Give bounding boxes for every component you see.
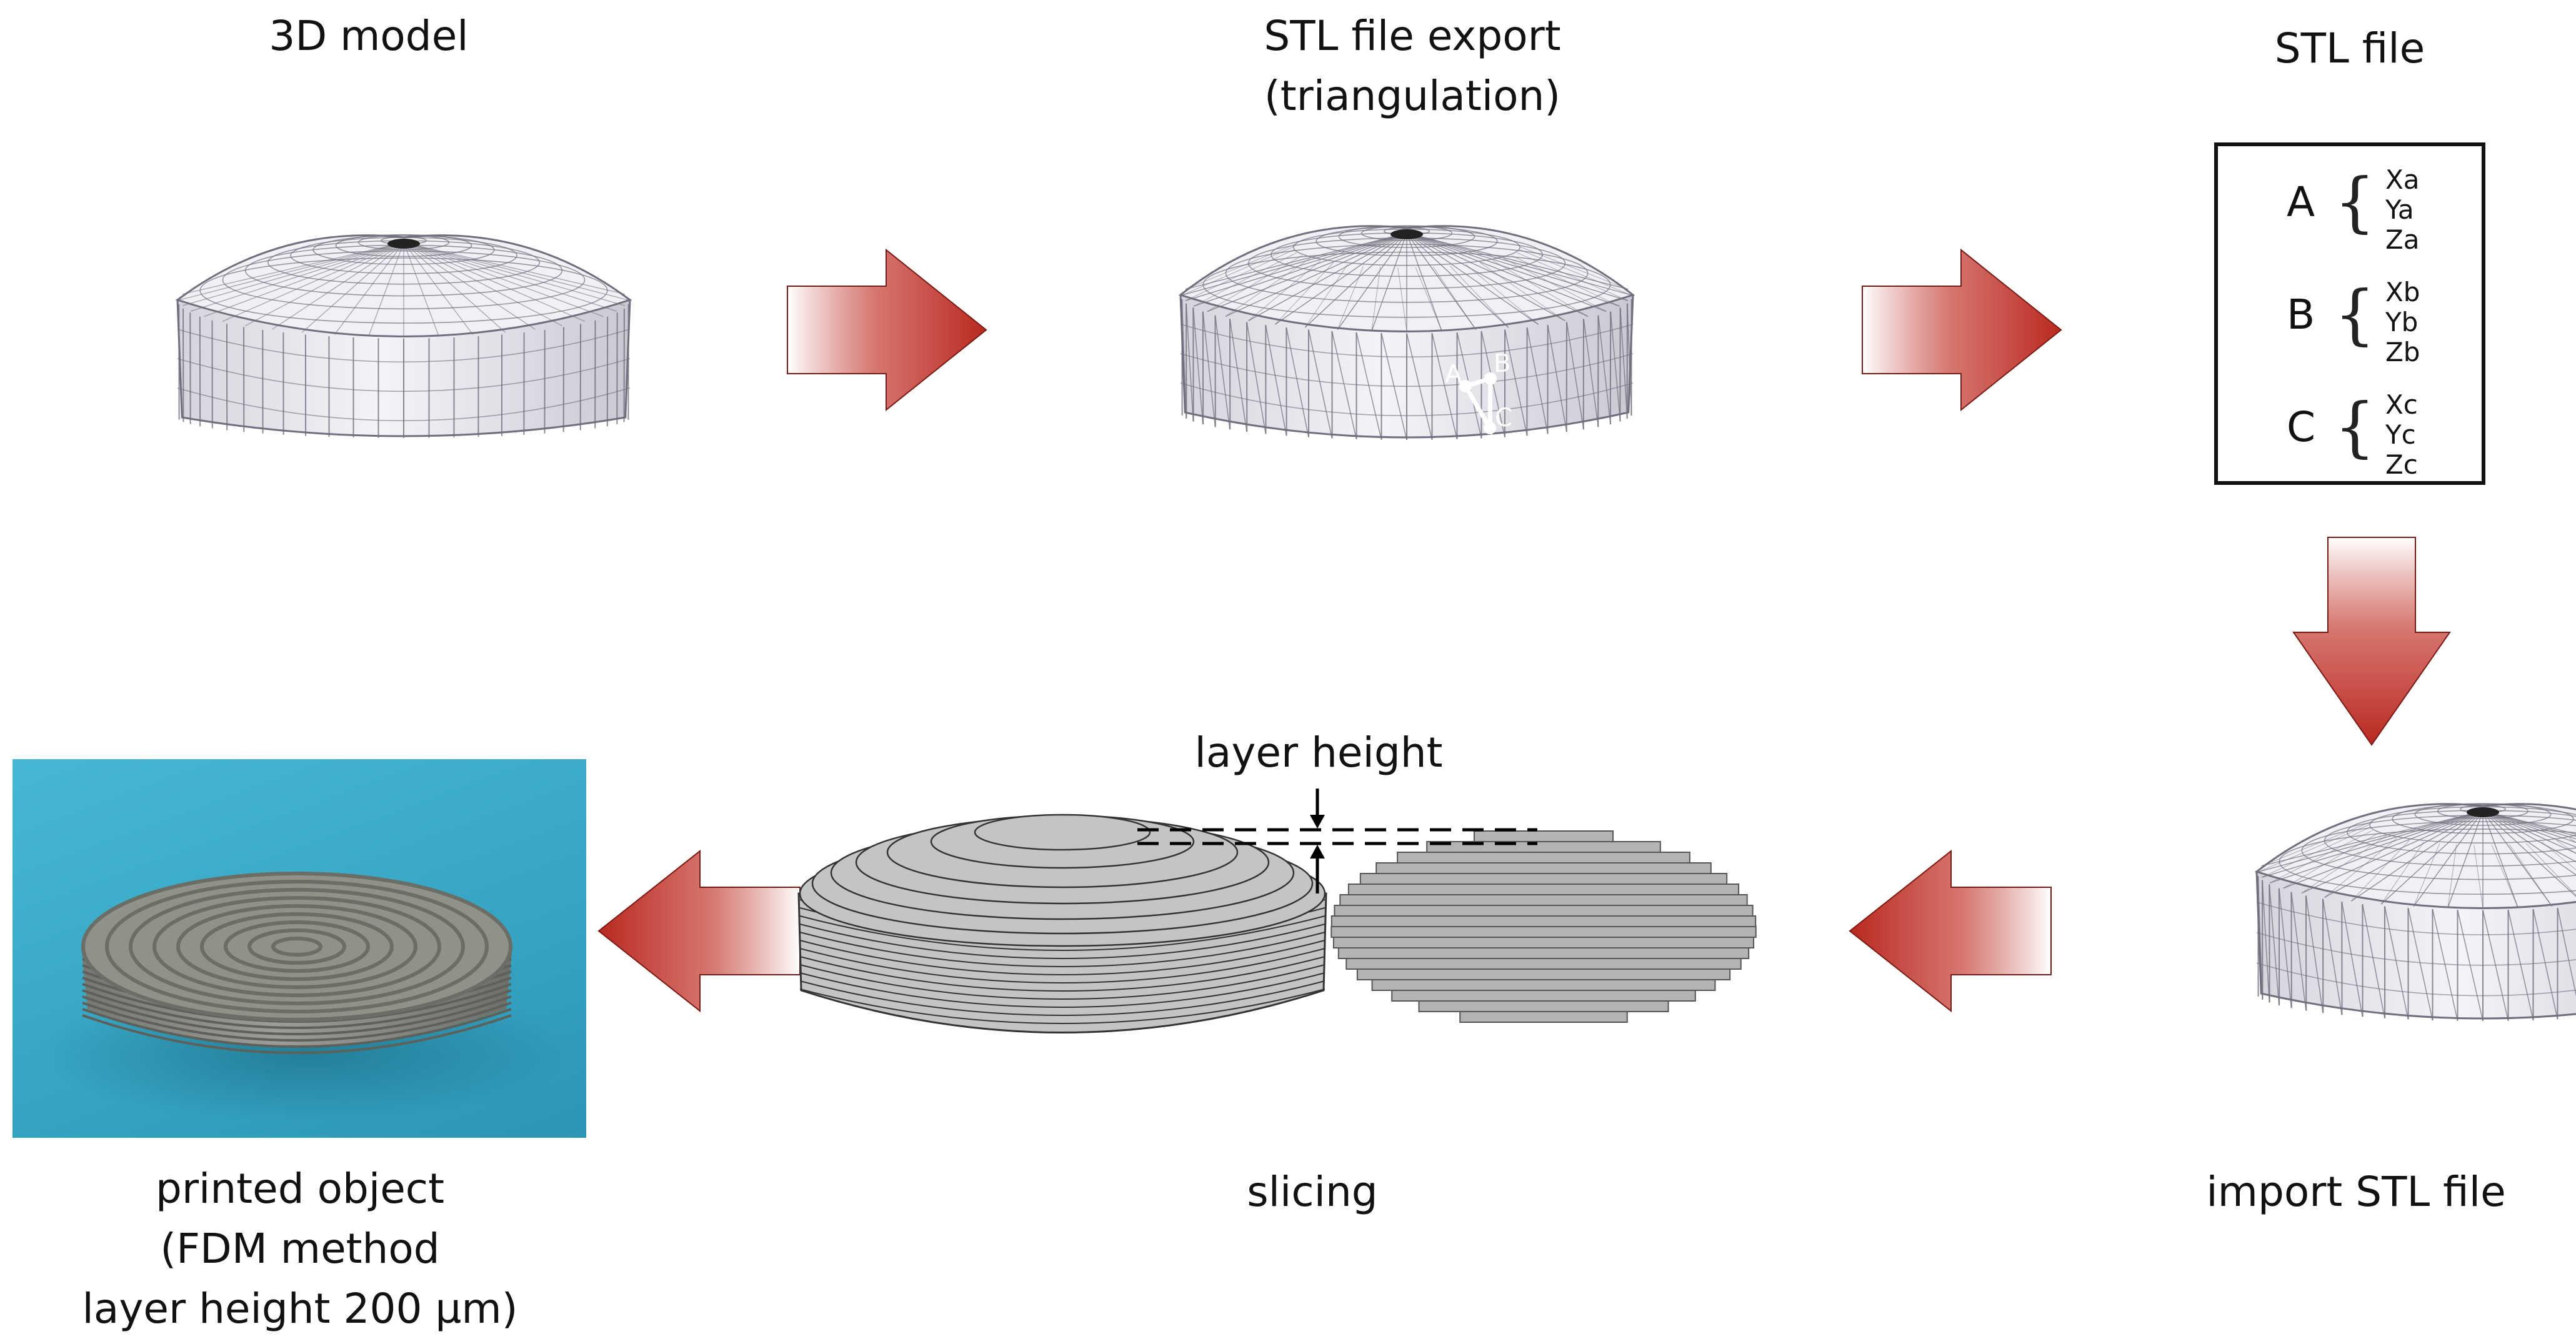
triangle-label-b: B (1494, 349, 1510, 378)
slice-layer (975, 815, 1150, 850)
slice-bar (1376, 863, 1711, 874)
arrow-down (2294, 537, 2450, 745)
arrow-right-2 (1862, 250, 2061, 410)
mesh-stl-export (1181, 226, 1633, 440)
slice-bar (1339, 948, 1749, 958)
slice-bar (1334, 937, 1754, 948)
slice-bar (1357, 969, 1730, 980)
dome-pole (1390, 229, 1423, 239)
sliced-ellipse-object (1331, 831, 1755, 1022)
slice-bar (1460, 1012, 1627, 1022)
slice-bar (1419, 1001, 1668, 1012)
slice-bar (1397, 852, 1690, 863)
slice-bar (1334, 905, 1752, 916)
sliced-stepped-object (799, 815, 1326, 1033)
slice-bar (1331, 927, 1755, 937)
slice-bar (1340, 895, 1747, 905)
slice-bar (1474, 831, 1613, 842)
arrow-left-2 (599, 851, 800, 1011)
triangle-label-a: A (1445, 360, 1462, 389)
slice-bar (1360, 874, 1727, 884)
slice-bar (1349, 884, 1739, 895)
slice-bar (1427, 842, 1660, 852)
slice-bar (1392, 990, 1695, 1001)
slice-bar (1372, 980, 1715, 990)
dome-pole (387, 239, 420, 249)
slice-bar (1332, 916, 1755, 927)
mesh-import-stl (2257, 804, 2576, 1021)
dome-pole (2467, 807, 2499, 817)
triangle-label-c: C (1495, 404, 1512, 432)
mesh-3d-model (177, 235, 630, 438)
arrow-right-1 (787, 250, 986, 410)
slice-bar (1346, 958, 1740, 969)
arrow-left-1 (1850, 851, 2051, 1011)
